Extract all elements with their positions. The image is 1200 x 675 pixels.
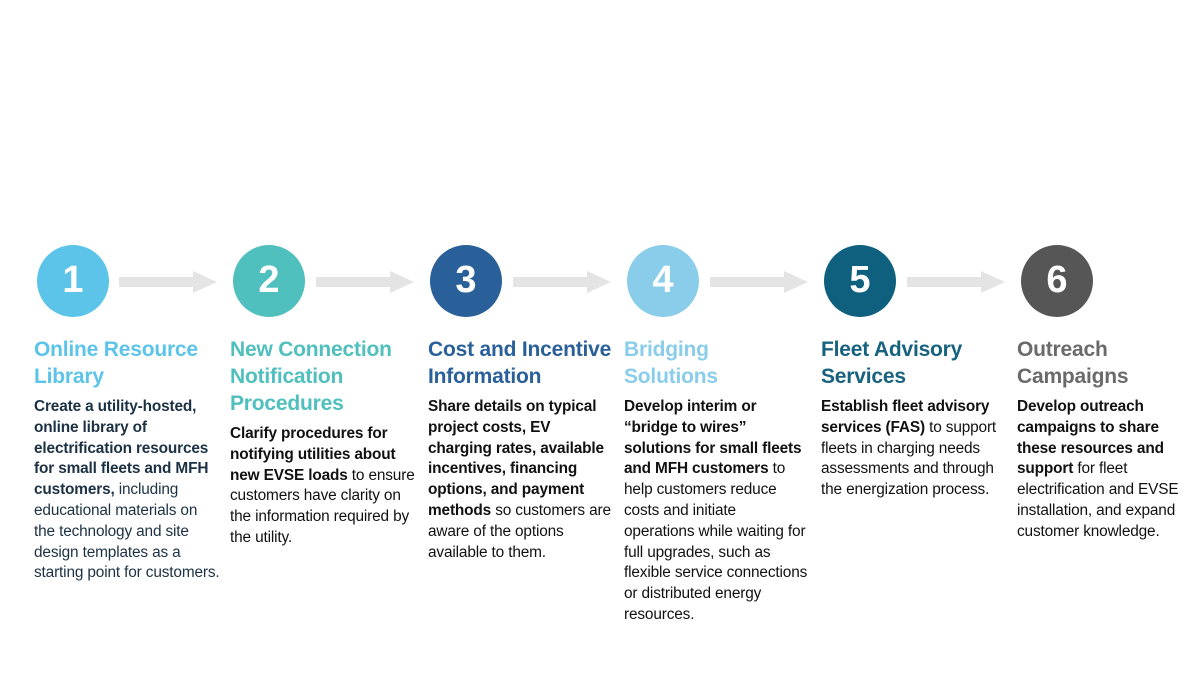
step-title-4: Bridging Solutions bbox=[624, 338, 718, 388]
step-body-4: Develop interim or “bridge to wires” sol… bbox=[624, 397, 808, 626]
step-title-2: New Connection Notification Procedures bbox=[230, 338, 392, 415]
step-body-lead-2: Clarify procedures for notifying utiliti… bbox=[230, 425, 396, 484]
step-column-1: Online Resource Library Create a utility… bbox=[34, 336, 222, 584]
step-body-rest-3: so customers are aware of the options av… bbox=[428, 501, 611, 561]
step-body-1: Create a utility-hosted, online library … bbox=[34, 397, 222, 584]
step-circle-1[interactable]: 1 bbox=[37, 245, 109, 317]
step-node-5[interactable]: 5 bbox=[824, 245, 896, 317]
arrow-right-icon-1 bbox=[119, 271, 217, 293]
step-body-lead-4: Develop interim or “bridge to wires” sol… bbox=[624, 398, 802, 478]
step-node-1[interactable]: 1 bbox=[37, 245, 109, 317]
step-body-lead-1: Create a utility-hosted, online library … bbox=[34, 398, 209, 499]
step-circle-4[interactable]: 4 bbox=[627, 245, 699, 317]
step-circle-6[interactable]: 6 bbox=[1021, 245, 1093, 317]
step-column-4: Bridging Solutions Develop interim or “b… bbox=[624, 336, 808, 626]
step-body-rest-6: for fleet electrification and EVSE insta… bbox=[1017, 460, 1179, 540]
step-body-6: Develop outreach campaigns to share thes… bbox=[1017, 397, 1185, 543]
step-column-5: Fleet Advisory Services Establish fleet … bbox=[821, 336, 999, 501]
step-body-3: Share details on typical project costs, … bbox=[428, 397, 612, 563]
step-body-5: Establish fleet advisory services (FAS) … bbox=[821, 397, 999, 501]
step-body-rest-4: to help customers reduce costs and initi… bbox=[624, 460, 808, 623]
step-column-2: New Connection Notification Procedures C… bbox=[230, 336, 420, 549]
step-node-4[interactable]: 4 bbox=[627, 245, 699, 317]
process-flow-row: 1 2 3 4 5 6 bbox=[37, 245, 1163, 317]
step-circle-5[interactable]: 5 bbox=[824, 245, 896, 317]
step-title-1: Online Resource Library bbox=[34, 338, 198, 388]
step-title-6: Outreach Campaigns bbox=[1017, 338, 1129, 388]
step-title-3: Cost and Incentive Information bbox=[428, 338, 612, 388]
step-column-3: Cost and Incentive Information Share det… bbox=[428, 336, 612, 563]
arrow-right-icon-2 bbox=[316, 271, 414, 293]
step-node-3[interactable]: 3 bbox=[430, 245, 502, 317]
step-circle-3[interactable]: 3 bbox=[430, 245, 502, 317]
step-node-6[interactable]: 6 bbox=[1021, 245, 1093, 317]
arrow-right-icon-5 bbox=[907, 271, 1005, 293]
step-circle-2[interactable]: 2 bbox=[233, 245, 305, 317]
step-body-lead-6: Develop outreach campaigns to share thes… bbox=[1017, 398, 1164, 478]
step-body-lead-5: Establish fleet advisory services (FAS) bbox=[821, 398, 990, 436]
step-body-rest-2: to ensure customers have clarity on the … bbox=[230, 466, 415, 546]
arrow-right-icon-4 bbox=[710, 271, 808, 293]
step-body-rest-5: to support fleets in charging needs asse… bbox=[821, 418, 997, 499]
step-body-lead-3: Share details on typical project costs, … bbox=[428, 398, 604, 519]
step-body-rest-1: including educational materials on the t… bbox=[34, 481, 220, 582]
step-body-2: Clarify procedures for notifying utiliti… bbox=[230, 424, 420, 549]
step-title-5: Fleet Advisory Services bbox=[821, 338, 963, 388]
arrow-right-icon-3 bbox=[513, 271, 611, 293]
step-node-2[interactable]: 2 bbox=[233, 245, 305, 317]
step-column-6: Outreach Campaigns Develop outreach camp… bbox=[1017, 336, 1185, 543]
